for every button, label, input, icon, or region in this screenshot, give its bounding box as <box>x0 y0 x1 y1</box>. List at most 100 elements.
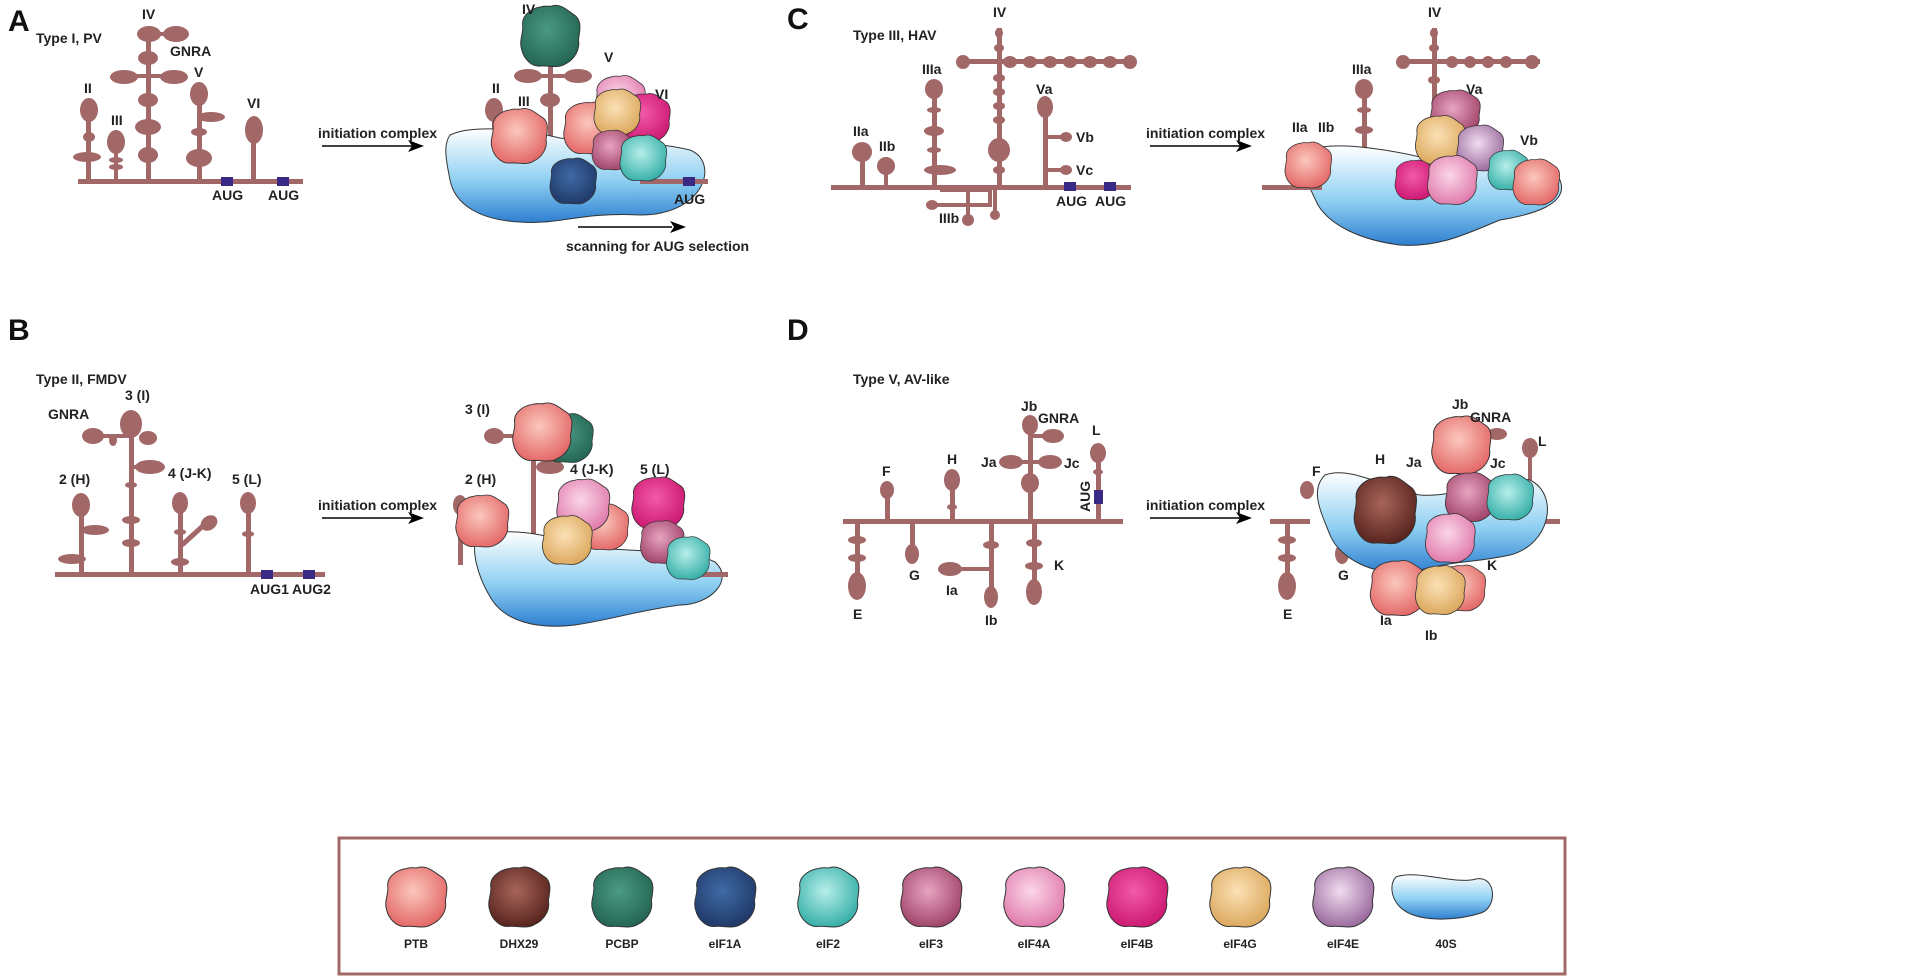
domain-label: III <box>111 112 123 128</box>
domain-label: H <box>1375 451 1385 467</box>
domain-label: L <box>1538 433 1547 449</box>
domain-label: Jc <box>1064 455 1080 471</box>
domain-label: F <box>1312 463 1321 479</box>
domain-label: GNRA <box>170 43 211 59</box>
aug-label: AUG <box>1056 193 1087 209</box>
legend-label: eIF4G <box>1223 937 1256 951</box>
panel-b-rna-structure <box>55 410 325 579</box>
panel-letter-c: C <box>787 3 809 36</box>
legend-item-eif3: eIF3 <box>900 866 963 951</box>
eif4a-protein <box>1426 155 1478 205</box>
domain-label: V <box>604 49 614 65</box>
legend-item-eif4g: eIF4G <box>1209 866 1272 951</box>
eif2-protein <box>619 134 667 182</box>
arrow-label: initiation complex <box>318 497 437 513</box>
domain-label: Jc <box>1490 455 1506 471</box>
domain-label: F <box>882 463 891 479</box>
eif4g-protein <box>541 515 593 565</box>
eif4a-protein <box>1424 513 1476 563</box>
domain-label: 2 (H) <box>465 471 496 487</box>
legend-label: eIF2 <box>816 937 840 951</box>
ptb-protein <box>490 108 548 164</box>
domain-label: VI <box>247 95 260 111</box>
domain-label: Jb <box>1021 398 1037 414</box>
ptb-protein <box>1512 158 1560 206</box>
legend-item-eif1a: eIF1A <box>694 866 757 951</box>
aug-marker <box>221 177 233 186</box>
domain-label: IV <box>993 4 1007 20</box>
panel-d-title: Type V, AV-like <box>853 371 950 387</box>
panel-b-title: Type II, FMDV <box>36 371 127 387</box>
panel-letter-a: A <box>8 5 30 38</box>
domain-label: IV <box>522 1 536 17</box>
legend-eif2-swatch <box>797 866 860 928</box>
aug-label: AUG <box>1095 193 1126 209</box>
eif2-protein <box>666 536 711 580</box>
legend-eif4g-swatch <box>1209 866 1272 928</box>
domain-label: GNRA <box>48 406 89 422</box>
dhx29-protein <box>1353 475 1418 545</box>
domain-label: 5 (L) <box>232 471 262 487</box>
rna-backbone <box>843 519 1123 524</box>
aug-label: AUG <box>1077 481 1093 512</box>
domain-label: VI <box>655 86 668 102</box>
aug-label: AUG <box>674 191 705 207</box>
domain-label: V <box>194 64 204 80</box>
rna-backbone <box>78 179 303 184</box>
domain-label: GNRA <box>1038 410 1079 426</box>
domain-label: 4 (J-K) <box>570 461 614 477</box>
domain-label: G <box>1338 567 1349 583</box>
panel-a: A Type I, PV <box>8 1 749 254</box>
eif1a-protein <box>549 157 597 205</box>
domain-label: IIIa <box>922 61 942 77</box>
domain-label: Ib <box>985 612 997 628</box>
legend-label: DHX29 <box>500 937 539 951</box>
legend-item-40s: 40S <box>1391 874 1493 951</box>
domain-label: E <box>1283 606 1292 622</box>
domain-label: IV <box>1428 4 1442 20</box>
arrow-label: initiation complex <box>1146 497 1265 513</box>
arrow-label: initiation complex <box>318 125 437 141</box>
domain-label: Ib <box>1425 627 1437 643</box>
domain-label: II <box>492 80 500 96</box>
panel-b-complex <box>453 402 728 627</box>
domain-label: Ja <box>981 454 997 470</box>
domain-label: IV <box>142 6 156 22</box>
domain-label: Ia <box>1380 612 1392 628</box>
legend-dhx29-swatch <box>488 866 551 928</box>
domain-label: Ja <box>1406 454 1422 470</box>
panel-letter-b: B <box>8 314 30 347</box>
rna-backbone <box>831 185 1131 190</box>
domain-label: E <box>853 606 862 622</box>
domain-label: 4 (J-K) <box>168 465 212 481</box>
domain-label: IIa <box>853 123 869 139</box>
panel-a-rna-structure <box>73 26 303 186</box>
domain-label: IIIa <box>1352 61 1372 77</box>
domain-label: Vc <box>1076 162 1093 178</box>
legend-eif4b-swatch <box>1106 866 1169 928</box>
aug-label: AUG2 <box>292 581 331 597</box>
domain-label: IIa <box>1292 119 1308 135</box>
panel-c-complex <box>1262 28 1563 246</box>
legend-eif3-swatch <box>900 866 963 928</box>
legend-label: eIF4B <box>1121 937 1154 951</box>
legend-item-eif4b: eIF4B <box>1106 866 1169 951</box>
domain-label: 2 (H) <box>59 471 90 487</box>
panel-d-complex <box>1270 415 1560 616</box>
domain-label: IIb <box>1318 119 1334 135</box>
ptb-protein <box>1284 141 1332 189</box>
panel-c-title: Type III, HAV <box>853 27 937 43</box>
panel-a-complex <box>445 4 708 223</box>
legend-label: eIF3 <box>919 937 943 951</box>
domain-label: IIb <box>879 138 895 154</box>
legend-item-eif4a: eIF4A <box>1003 866 1066 951</box>
legend-eif4e-swatch <box>1312 866 1375 928</box>
ptb-protein <box>455 494 510 548</box>
domain-label: Vb <box>1076 129 1094 145</box>
aug-label: AUG1 <box>250 581 289 597</box>
panel-d: D Type V, AV-like <box>787 314 1560 643</box>
eif4g-protein <box>593 88 641 136</box>
